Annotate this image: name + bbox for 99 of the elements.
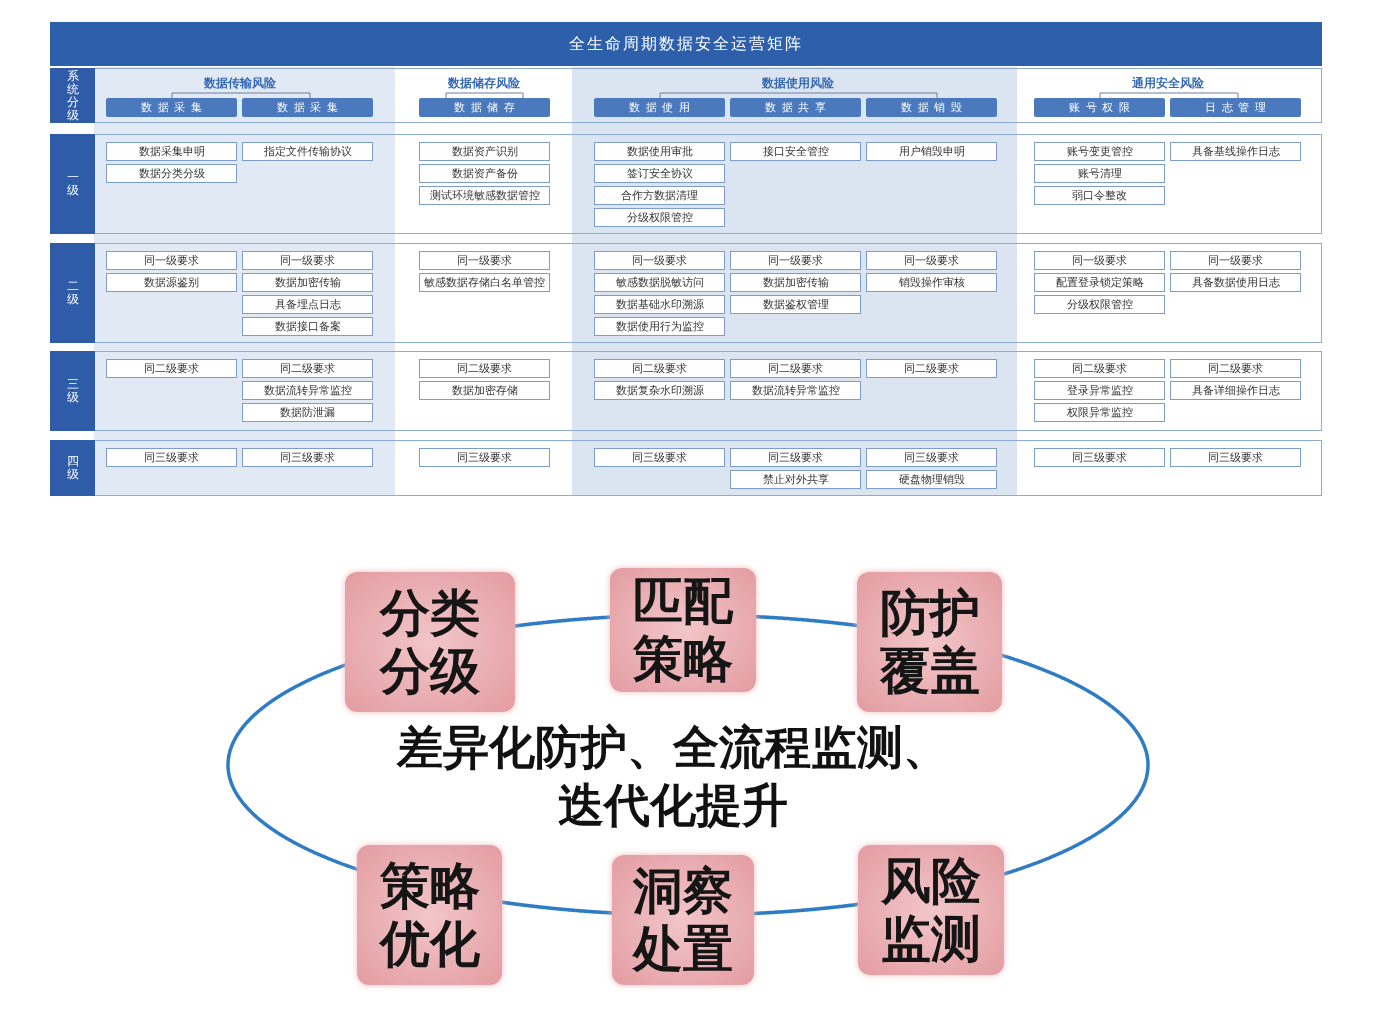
level-header: 二级: [50, 243, 95, 343]
connector-line: [1000, 653, 1150, 876]
category-label: 数据传输风险: [204, 77, 276, 90]
measure-box: 指定文件传输协议: [242, 142, 373, 161]
measure-box: 同三级要求: [866, 448, 997, 467]
measure-box: 同二级要求: [419, 359, 550, 378]
category-label: 数据使用风险: [762, 77, 834, 90]
measure-box: 弱口令整改: [1034, 186, 1165, 205]
measure-box: 同一级要求: [594, 251, 725, 270]
measure-box: 硬盘物理销毁: [866, 470, 997, 489]
measure-box: 接口安全管控: [730, 142, 861, 161]
stage-tile: 风险监测: [858, 845, 1004, 975]
stage-header: 日志管理: [1170, 98, 1301, 117]
measure-box: 分级权限管控: [1034, 295, 1165, 314]
stage-tile: 洞察处置: [612, 855, 754, 985]
measure-box: 敏感数据脱敏访问: [594, 273, 725, 292]
level-header: 三级: [50, 351, 95, 431]
stage-header: 数据销毁: [866, 98, 997, 117]
measure-box: 同一级要求: [106, 251, 237, 270]
measure-box: 数据资产备份: [419, 164, 550, 183]
measure-box: 同三级要求: [730, 448, 861, 467]
measure-box: 同二级要求: [866, 359, 997, 378]
measure-box: 数据流转异常监控: [242, 381, 373, 400]
level-band: [50, 134, 1322, 234]
stage-tile: 分类分级: [345, 572, 515, 712]
measure-box: 数据复杂水印溯源: [594, 381, 725, 400]
measure-box: 具备基线操作日志: [1170, 142, 1301, 161]
measure-box: 数据加密传输: [730, 273, 861, 292]
measure-box: 合作方数据清理: [594, 186, 725, 205]
measure-box: 数据使用审批: [594, 142, 725, 161]
stage-tile: 策略优化: [357, 845, 502, 985]
measure-box: 数据鉴权管理: [730, 295, 861, 314]
measure-box: 同二级要求: [1034, 359, 1165, 378]
measure-box: 数据资产识别: [419, 142, 550, 161]
level-band: [50, 68, 1322, 123]
measure-box: 数据源鉴别: [106, 273, 237, 292]
level-band: [50, 440, 1322, 496]
measure-box: 同三级要求: [1034, 448, 1165, 467]
connector-line: [500, 900, 614, 915]
measure-box: 敏感数据存储白名单管控: [419, 273, 550, 292]
title-banner: 全生命周期数据安全运营矩阵: [50, 22, 1322, 66]
measure-box: 同三级要求: [419, 448, 550, 467]
category-label: 通用安全风险: [1132, 77, 1204, 90]
stage-tile: 防护覆盖: [857, 572, 1002, 712]
measure-box: 同一级要求: [866, 251, 997, 270]
slogan-text: 差异化防护、全流程监测、迭代化提升: [395, 720, 950, 833]
stage-header: 数据共享: [730, 98, 861, 117]
measure-box: 账号清理: [1034, 164, 1165, 183]
level-header: 一级: [50, 134, 95, 234]
measure-box: 账号变更管控: [1034, 142, 1165, 161]
measure-box: 测试环境敏感数据管控: [419, 186, 550, 205]
measure-box: 同二级要求: [730, 359, 861, 378]
measure-box: 禁止对外共享: [730, 470, 861, 489]
measure-box: 同三级要求: [106, 448, 237, 467]
measure-box: 同二级要求: [106, 359, 237, 378]
measure-box: 签订安全协议: [594, 164, 725, 183]
measure-box: 同三级要求: [1170, 448, 1301, 467]
measure-box: 同二级要求: [242, 359, 373, 378]
stage-header: 账号权限: [1034, 98, 1165, 117]
measure-box: 数据接口备案: [242, 317, 373, 336]
stage-header: 数据储存: [419, 98, 550, 117]
measure-box: 同二级要求: [594, 359, 725, 378]
measure-box: 同一级要求: [242, 251, 373, 270]
measure-box: 同一级要求: [419, 251, 550, 270]
measure-box: 同三级要求: [242, 448, 373, 467]
measure-box: 数据流转异常监控: [730, 381, 861, 400]
measure-box: 具备数据使用日志: [1170, 273, 1301, 292]
measure-box: 配置登录锁定策略: [1034, 273, 1165, 292]
measure-box: 同一级要求: [730, 251, 861, 270]
connector-line: [752, 902, 860, 916]
level-band: [50, 351, 1322, 431]
measure-box: 同一级要求: [1170, 251, 1301, 270]
measure-box: 具备详细操作日志: [1170, 381, 1301, 400]
stage-tile: 匹配策略: [610, 568, 756, 692]
measure-box: 同二级要求: [1170, 359, 1301, 378]
stage-header: 数据采集: [242, 98, 373, 117]
level-header: 系统分级: [50, 68, 95, 123]
measure-box: 数据防泄漏: [242, 403, 373, 422]
stage-header: 数据使用: [594, 98, 725, 117]
connector-line: [754, 614, 859, 628]
measure-box: 用户销毁申明: [866, 142, 997, 161]
stage-header: 数据采集: [106, 98, 237, 117]
measure-box: 分级权限管控: [594, 208, 725, 227]
measure-box: 权限异常监控: [1034, 403, 1165, 422]
level-band: [50, 243, 1322, 343]
measure-box: 销毁操作审核: [866, 273, 997, 292]
measure-box: 登录异常监控: [1034, 381, 1165, 400]
measure-box: 具备埋点日志: [242, 295, 373, 314]
level-header: 四级: [50, 440, 95, 496]
measure-box: 同三级要求: [594, 448, 725, 467]
measure-box: 数据分类分级: [106, 164, 237, 183]
connector-line: [226, 663, 359, 871]
measure-box: 数据使用行为监控: [594, 317, 725, 336]
connector-line: [513, 615, 612, 628]
measure-box: 数据基础水印溯源: [594, 295, 725, 314]
measure-box: 数据加密传输: [242, 273, 373, 292]
measure-box: 数据加密存储: [419, 381, 550, 400]
measure-box: 同一级要求: [1034, 251, 1165, 270]
measure-box: 数据采集申明: [106, 142, 237, 161]
